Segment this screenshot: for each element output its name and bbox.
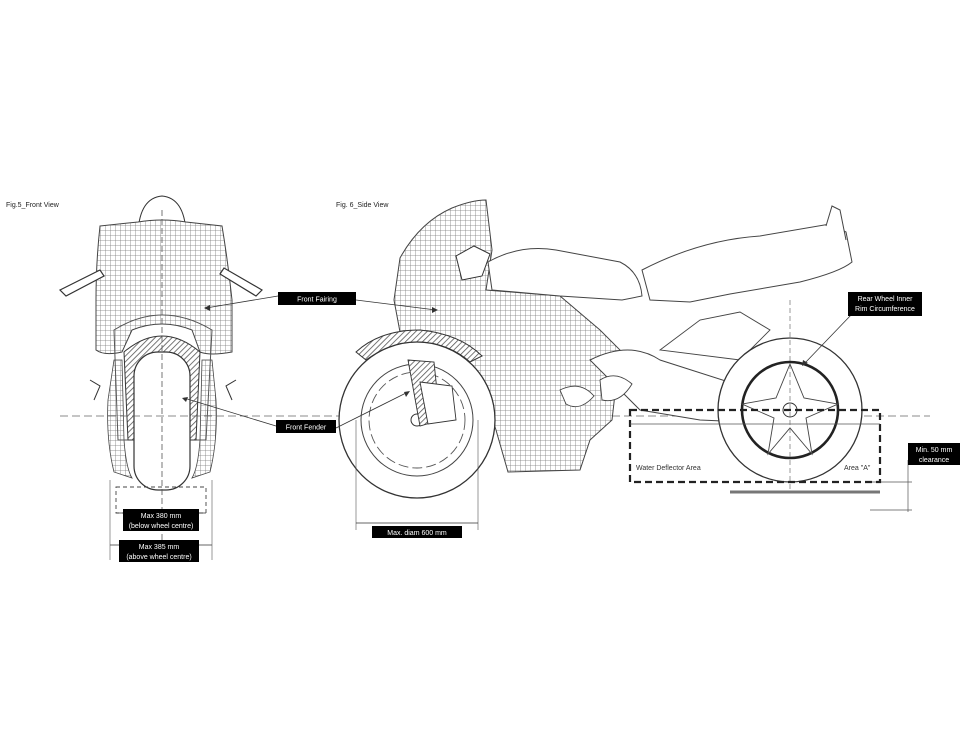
- rear-wheel-label-line2: Rim Circumference: [855, 306, 915, 313]
- front-fender-label: Front Fender: [286, 425, 327, 432]
- dim-above-line2: (above wheel centre): [126, 554, 191, 561]
- dim-diameter: Max. diam 600 mm: [387, 530, 447, 537]
- callout-min-clearance: Min. 50 mm clearance: [908, 443, 960, 465]
- callout-front-fender: Front Fender: [182, 391, 410, 433]
- front-view-caption: Fig.5_Front View: [6, 202, 60, 209]
- dim-above-line1: Max 385 mm: [139, 544, 180, 551]
- min-clearance-line2: clearance: [919, 457, 949, 464]
- min-clearance-line1: Min. 50 mm: [916, 447, 953, 454]
- side-view-caption: Fig. 6_Side View: [336, 202, 389, 209]
- callout-rear-wheel: Rear Wheel Inner Rim Circumference: [802, 292, 922, 366]
- area-a-label: Area "A": [844, 465, 871, 472]
- front-view: Fig.5_Front View Max 380 mm (below wheel…: [6, 195, 263, 562]
- front-fairing-label: Front Fairing: [297, 297, 337, 304]
- water-deflector-area-box: [628, 408, 882, 484]
- water-deflector-label: Water Deflector Area: [636, 465, 701, 472]
- dim-below-line2: (below wheel centre): [129, 523, 194, 530]
- dim-below-line1: Max 380 mm: [141, 513, 182, 520]
- side-view: Fig. 6_Side View Max. diam 600 mm: [336, 199, 912, 538]
- rear-wheel-label-line1: Rear Wheel Inner: [858, 296, 914, 303]
- left-handlebar: [58, 269, 105, 297]
- right-handlebar: [219, 267, 263, 297]
- callout-front-fairing: Front Fairing: [204, 292, 438, 313]
